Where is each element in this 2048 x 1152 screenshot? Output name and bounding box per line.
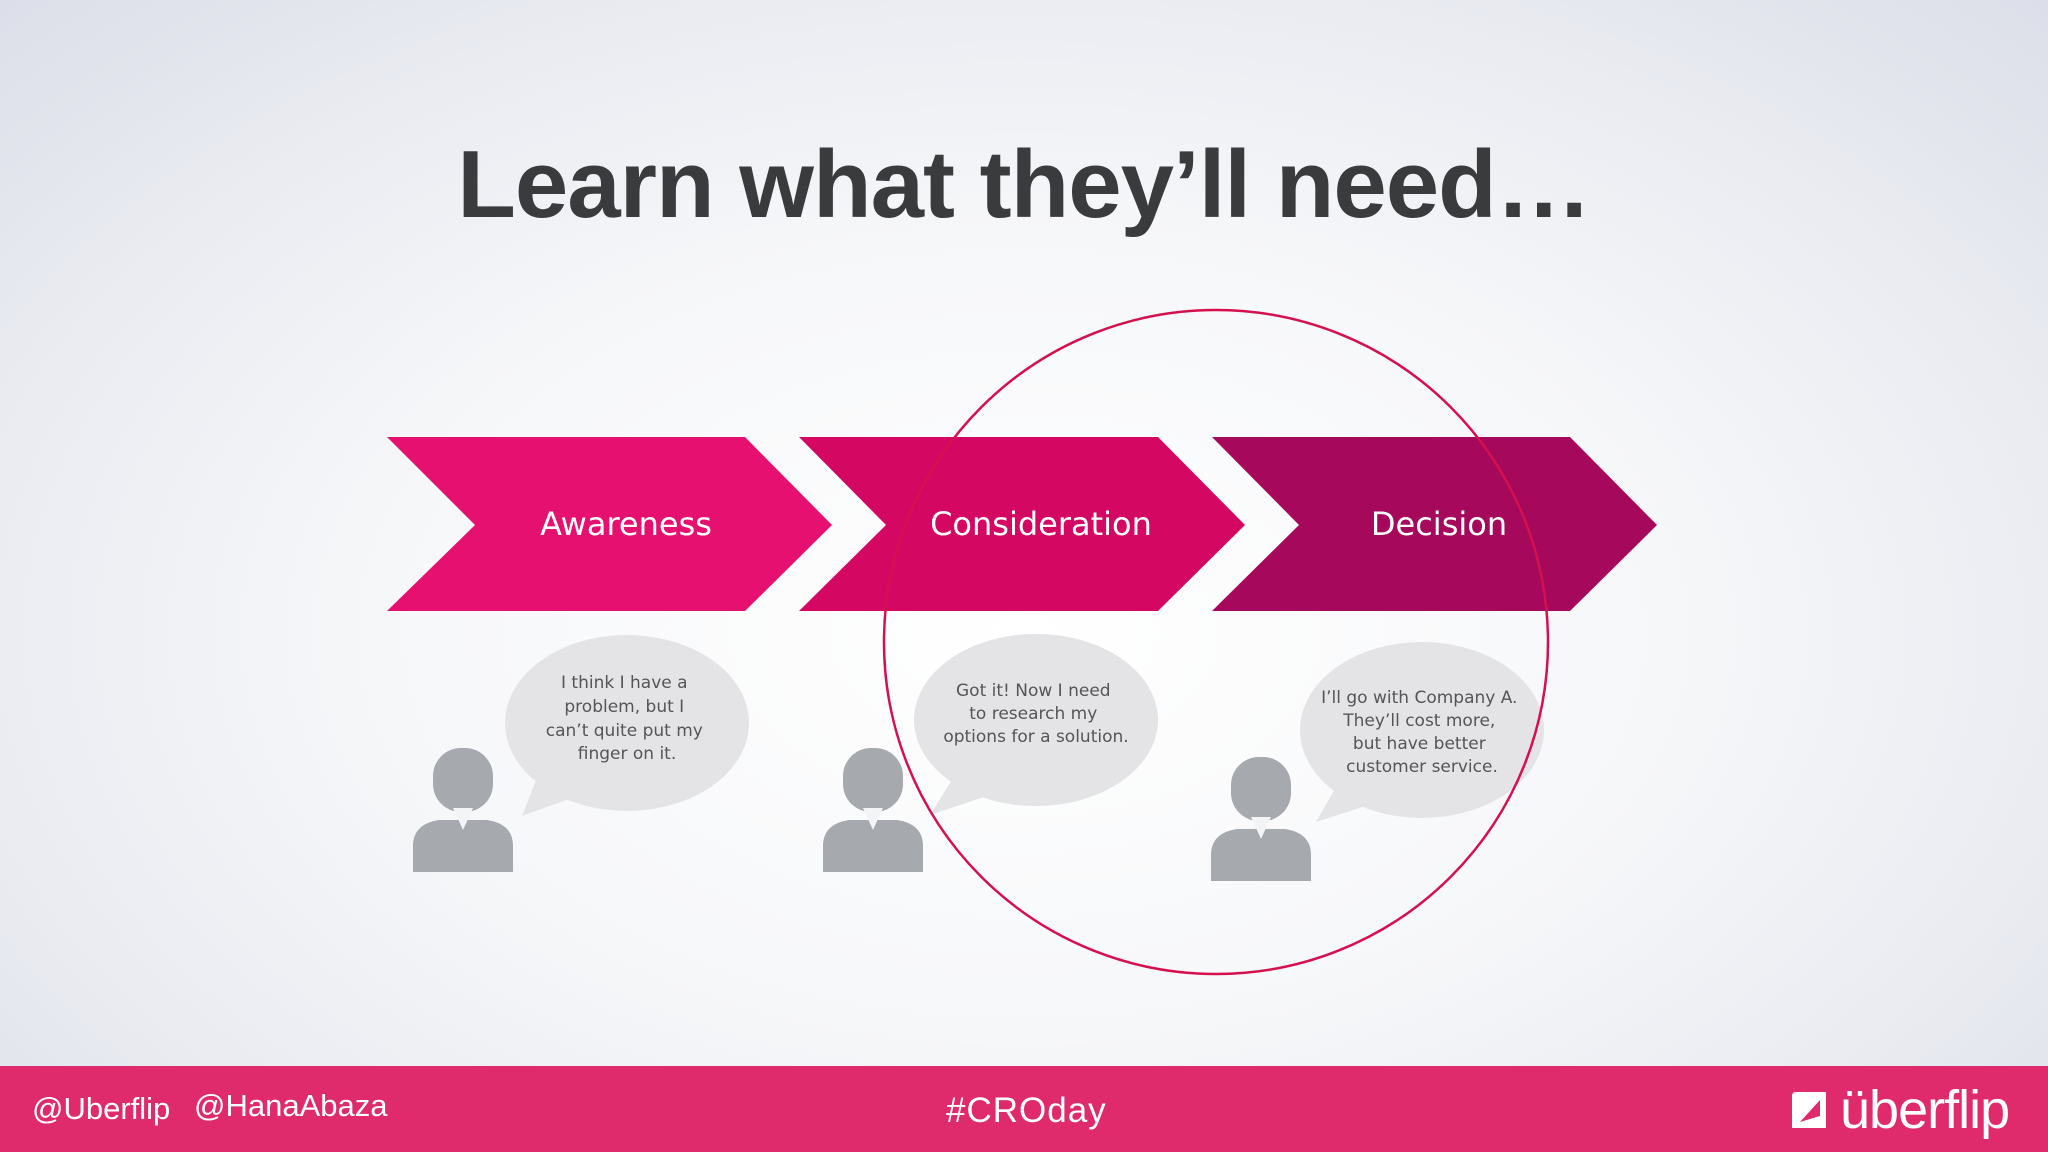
bubble-1-line: problem, but I [564,697,684,717]
twitter-handle-hana[interactable]: @HanaAbaza [194,1088,388,1123]
person-avatar-icon [823,748,923,872]
consideration-stage-arrow [799,437,1245,611]
bubble-1-line: can’t quite put my [546,721,703,741]
bubble-3-line: They’ll cost more, [1342,711,1495,731]
uberflip-logo: überflip [1790,1080,2010,1140]
bubble-1-line: finger on it. [578,744,677,764]
speech-bubble-1: I think I have a problem, but I can’t qu… [505,635,749,816]
svg-text:I’ll go with Company A.: I’ll go with Company A. They’ll cost mor… [1321,688,1523,777]
stage-label-awareness: Awareness [540,505,712,543]
stage-label-consideration: Consideration [930,505,1152,543]
hashtag[interactable]: #CROday [946,1091,1107,1130]
bubble-2-line: Got it! Now I need [956,681,1111,701]
bubble-2-line: to research my [969,704,1097,724]
twitter-handle-uberflip[interactable]: @Uberflip [32,1091,171,1126]
person-avatar-icon [1211,757,1311,881]
decision-stage-arrow [1212,437,1657,611]
svg-text:Got it! Now I need to re: Got it! Now I need to research my option… [943,681,1128,747]
bubble-3-line: I’ll go with Company A. [1321,688,1517,708]
bubble-3-line: but have better [1353,734,1486,754]
bubble-3-line: customer service. [1346,757,1498,777]
svg-text:I think I have a problem: I think I have a problem, but I can’t qu… [546,673,709,764]
bubble-2-line: options for a solution. [943,727,1128,747]
person-avatar-icon [413,748,513,872]
footer-bar [0,1066,2048,1152]
speech-bubble-2: Got it! Now I need to research my option… [914,634,1158,815]
speech-bubble-3: I’ll go with Company A. They’ll cost mor… [1300,642,1544,822]
awareness-stage-arrow [387,437,832,611]
uberflip-logo-icon [1792,1092,1826,1128]
slide-title: Learn what they’ll need… [457,131,1592,238]
bubble-1-line: I think I have a [561,673,688,693]
stage-label-decision: Decision [1371,505,1507,543]
highlight-circle [882,308,1550,976]
logo-wordmark: überflip [1840,1080,2010,1140]
